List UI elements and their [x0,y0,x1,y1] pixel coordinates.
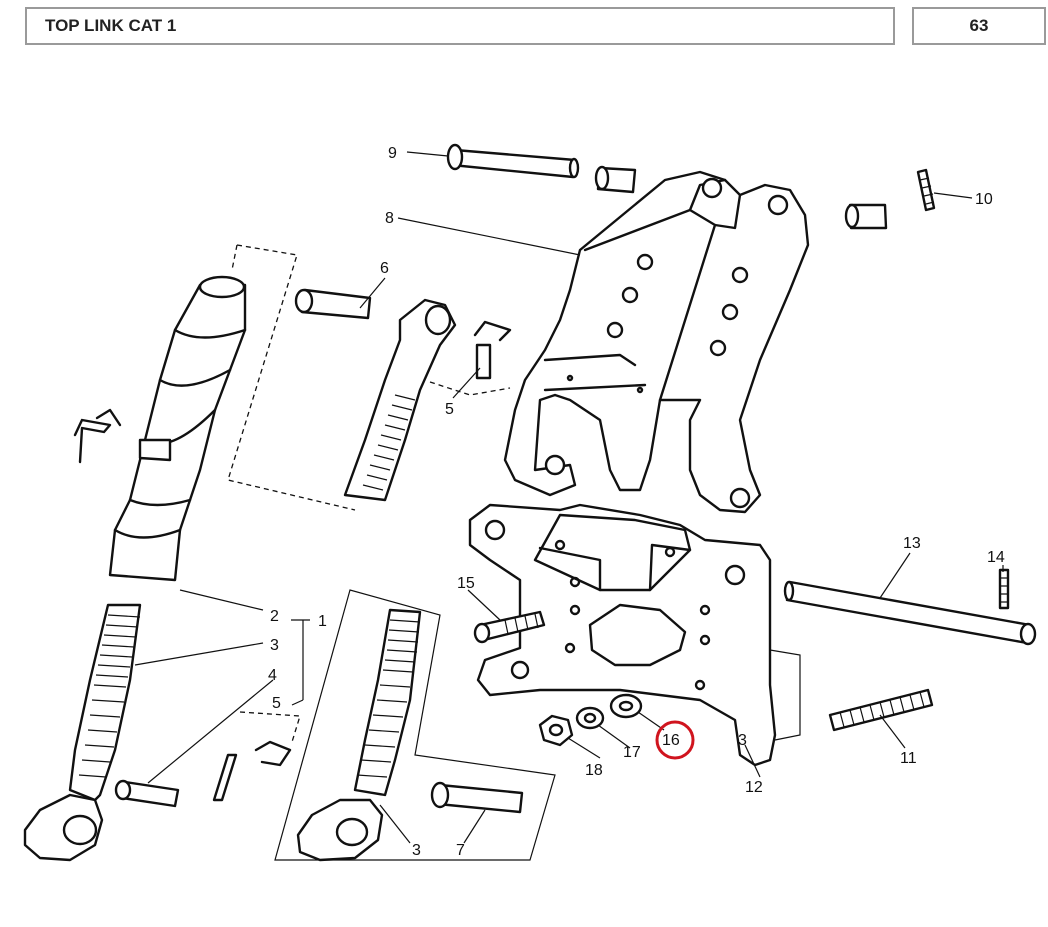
part-18-nut [538,714,574,747]
part-6-pin [294,288,372,320]
part-10-spring-pin [916,168,936,212]
callout-3-center: 3 [412,842,421,859]
part-14-spring-pin [998,568,1010,610]
part-3-threaded-rod-center [296,608,422,862]
part-5-clip-upper [429,320,512,396]
part-4-pin [114,779,180,808]
part-2-sleeve [108,275,247,582]
callout-5-lower: 5 [272,695,281,712]
callout-13: 13 [903,535,921,552]
callout-7: 7 [456,842,465,859]
callout-9: 9 [388,145,397,162]
callout-17: 17 [623,744,641,761]
bushing-b [844,203,888,230]
part-13-long-pin [783,580,1037,646]
callout-2: 2 [270,608,279,625]
callout-10: 10 [975,191,993,208]
part-12-lower-bracket [468,503,777,767]
callout-4: 4 [268,667,277,684]
callout-3-left: 3 [270,637,279,654]
part-7-pin [430,781,524,814]
part-15-bolt [473,610,546,644]
page-number: 63 [912,7,1046,45]
bushing-a [594,165,637,194]
part-5-clip-lower [212,740,292,802]
callout-14: 14 [987,549,1005,566]
retaining-clip [73,408,122,464]
callout-5-upper: 5 [445,401,454,418]
leader-lines [134,151,1004,844]
upper-threaded-rod [343,298,457,502]
callout-labels: 9 10 8 6 5 2 1 3 4 5 3 7 15 13 14 11 12 … [268,145,1005,859]
part-9-pin [446,143,580,179]
callout-15: 15 [457,575,475,592]
callout-18: 18 [585,762,603,779]
callout-11: 11 [900,750,917,767]
callout-3-bracket: 3 [738,732,747,749]
callout-8: 8 [385,210,394,227]
diagram-title: TOP LINK CAT 1 [25,7,895,45]
part-17-washer [575,706,605,730]
part-11-stud [828,688,934,732]
callout-16: 16 [662,732,680,749]
part-3-threaded-rod-left [23,603,142,862]
callout-12: 12 [745,779,763,796]
part-8-upper-bracket [503,170,810,514]
part-16-washer [609,693,643,719]
highlight-circle-part-16 [655,720,695,760]
callout-1: 1 [318,613,327,630]
kit-outline-box [274,589,556,861]
callout-6: 6 [380,260,389,277]
